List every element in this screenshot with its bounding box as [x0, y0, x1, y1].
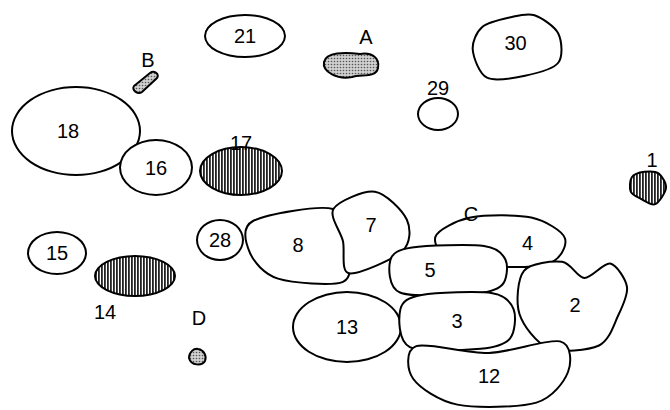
- spot-border: [630, 171, 666, 204]
- spot-letter: A: [359, 27, 372, 47]
- spot-outline: 1: [630, 170, 666, 206]
- spot-shape: [418, 98, 458, 130]
- spot-number: 18: [57, 121, 79, 141]
- spot-border: [473, 14, 562, 79]
- spot-number: 8: [292, 235, 303, 255]
- spot-number: 28: [209, 230, 231, 250]
- spot-number: 30: [504, 33, 526, 53]
- spot-outline: 2: [515, 260, 627, 350]
- spot-b: [133, 72, 158, 93]
- spot-outline: 5: [388, 245, 508, 295]
- spot-outline: 17: [200, 147, 282, 195]
- spot-outline: 28: [197, 220, 243, 260]
- spot-number: 16: [145, 158, 167, 178]
- spot-shape: [200, 147, 282, 195]
- spot-number: 15: [46, 243, 68, 263]
- spot-border: [28, 232, 86, 274]
- spot-number: 17: [230, 133, 252, 153]
- spot-outline: 16: [120, 140, 192, 195]
- spot-number: 1: [646, 150, 657, 170]
- spot-letter: D: [192, 308, 206, 328]
- spot-a: [324, 53, 378, 78]
- spot-shape: [388, 245, 508, 295]
- spot-letter: B: [141, 50, 154, 70]
- spot-border: [399, 292, 515, 351]
- spot-outline: 14: [95, 256, 175, 296]
- spot-number: 4: [522, 233, 533, 253]
- spot-border: [200, 147, 282, 195]
- spot-outline: 21: [205, 15, 285, 57]
- spot-border: [389, 245, 507, 296]
- spot-border: [518, 262, 628, 351]
- spot-border: [197, 220, 243, 260]
- spot-number: 21: [234, 26, 256, 46]
- spot-letter-holder: D: [184, 306, 214, 330]
- spot-letter-holder: B: [133, 48, 163, 72]
- spot-outline: 30: [468, 14, 563, 79]
- spot-border: [95, 256, 175, 296]
- spot-outline: 12: [410, 338, 568, 406]
- spot-number: 12: [478, 366, 500, 386]
- spot-number: 7: [365, 215, 376, 235]
- spot-outline: 13: [293, 292, 401, 362]
- spot-border: [408, 341, 570, 407]
- spot-number: 14: [94, 302, 116, 322]
- spot-number: 2: [569, 295, 580, 315]
- spot-number: 3: [451, 311, 462, 331]
- spot-border: [293, 292, 401, 362]
- spot-border: [205, 15, 285, 57]
- spot-letter-holder: A: [351, 25, 381, 49]
- spot-number: 29: [427, 78, 449, 98]
- spot-d: [189, 349, 206, 365]
- spot-outline: 15: [28, 232, 86, 274]
- spot-letter: C: [464, 204, 478, 224]
- spot-outline: 29: [418, 98, 458, 130]
- spot-border: [418, 98, 458, 130]
- spot-letter-holder: C: [456, 202, 486, 226]
- spot-outline: 3: [398, 292, 516, 350]
- spot-border: [120, 140, 192, 195]
- spot-shape: [95, 256, 175, 296]
- spot-number: 5: [424, 260, 435, 280]
- spot-number: 13: [336, 317, 358, 337]
- spot-shape: [630, 170, 666, 206]
